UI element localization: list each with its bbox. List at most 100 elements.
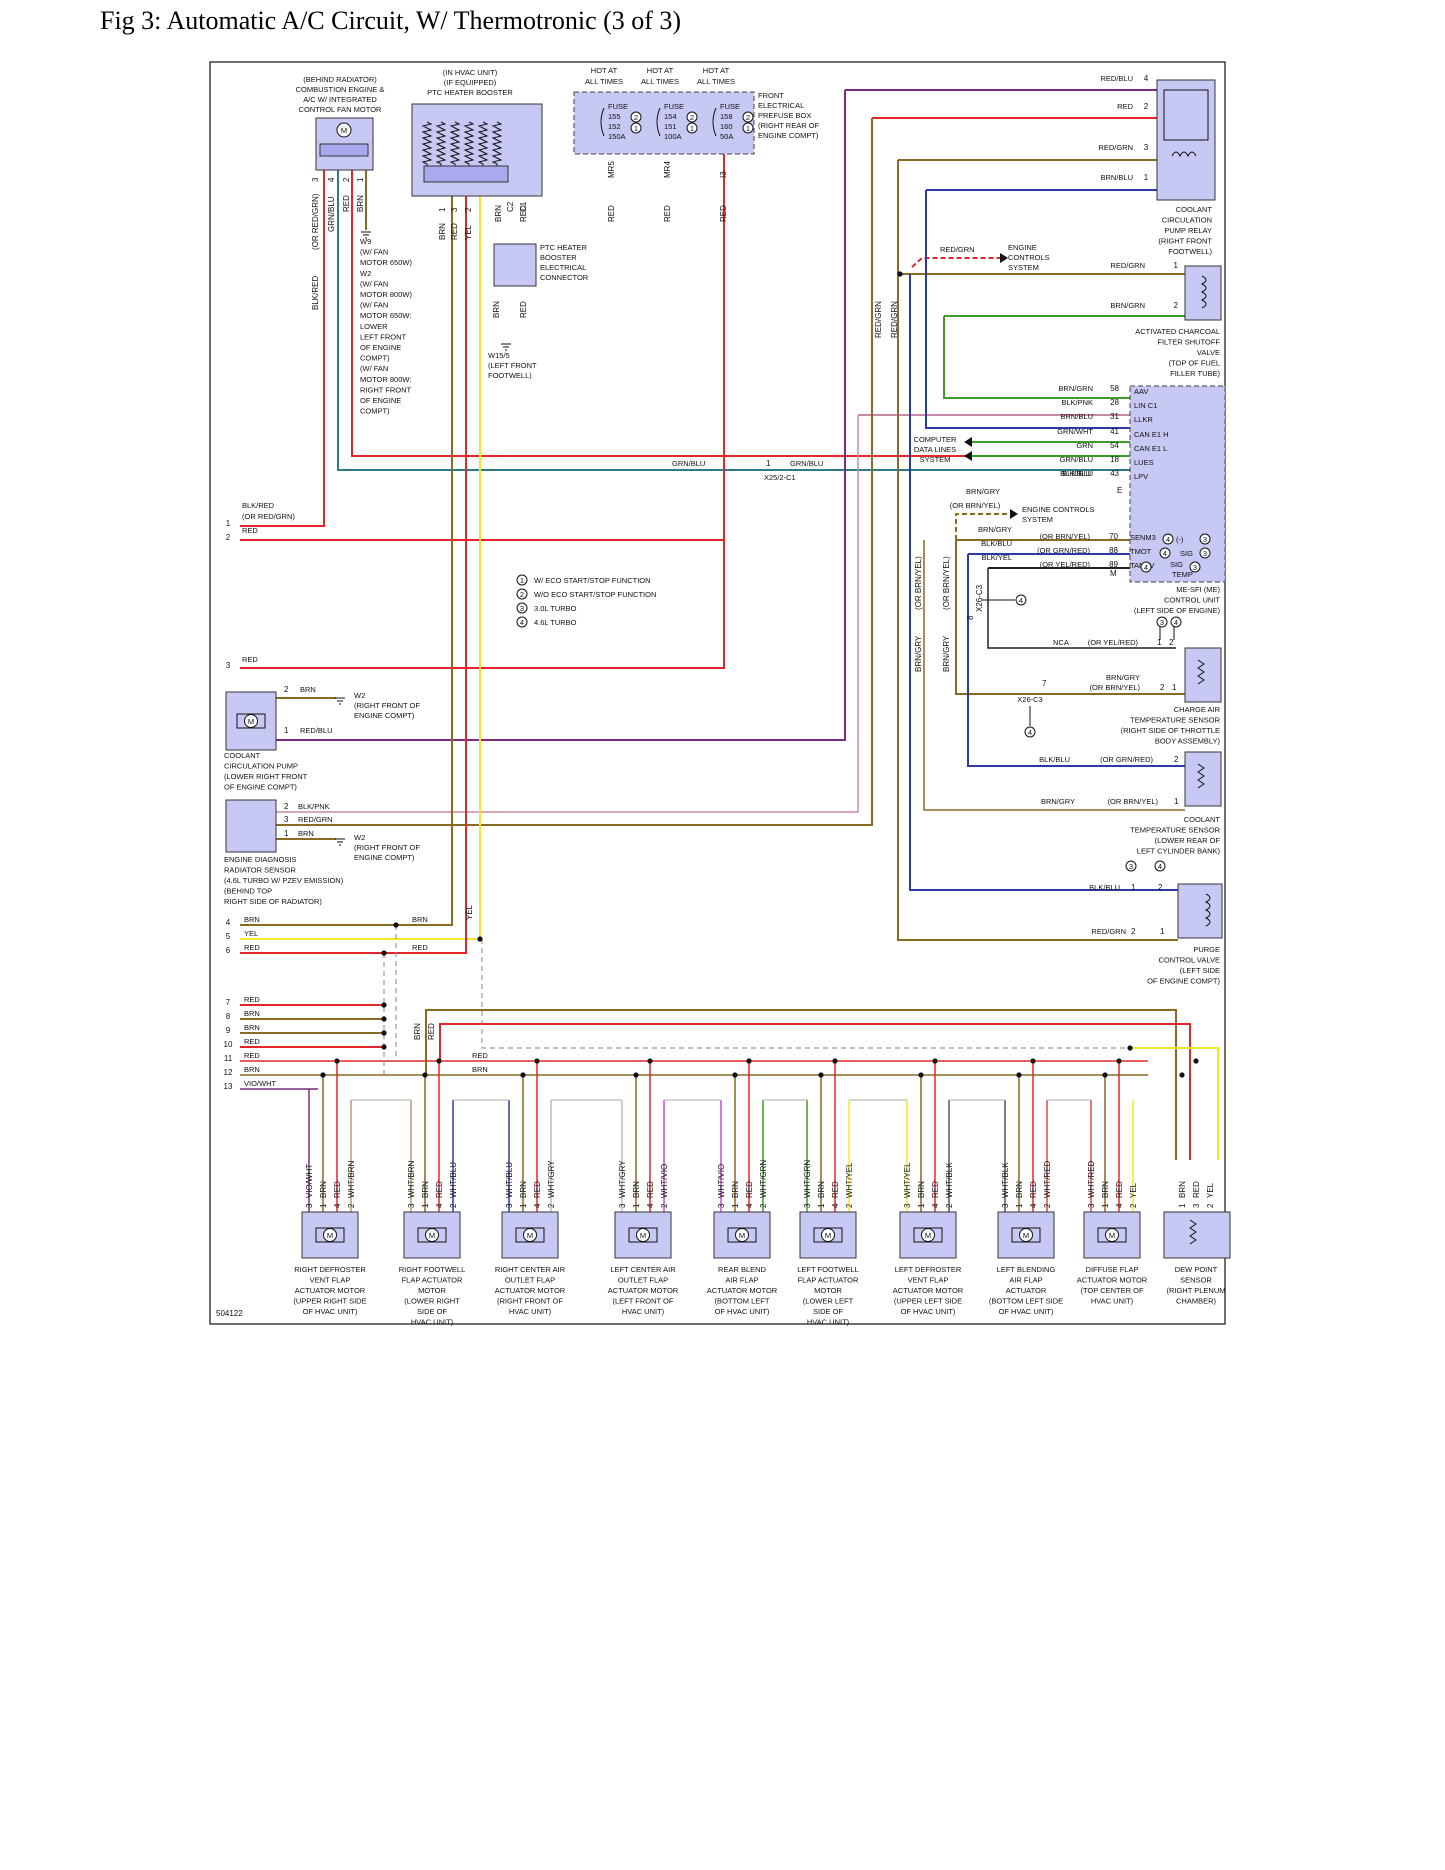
left-connector-number: 12 — [224, 1068, 233, 1077]
prefuse-label: FRONT — [758, 91, 784, 100]
nca-pin: 2 — [1169, 638, 1174, 647]
splice-dot — [732, 1072, 738, 1078]
splice-dot — [381, 950, 387, 956]
labels-layer: 504122(BEHIND RADIATOR)COMBUSTION ENGINE… — [216, 66, 1226, 1327]
page-title: Fig 3: Automatic A/C Circuit, W/ Thermot… — [100, 6, 682, 35]
bus-wire-label: VIO/WHT — [244, 1079, 276, 1088]
actuator-label: LEFT DEFROSTER — [895, 1265, 962, 1274]
note-circle — [742, 111, 754, 123]
purge-pin: 1 — [1131, 883, 1136, 892]
ecs2-wire-label: (OR BRN/YEL) — [950, 501, 1001, 510]
actuator-wire-label: BRN — [1178, 1181, 1187, 1198]
actuator-pin: 2 — [1043, 1203, 1052, 1208]
actuator-wire-label: RED — [1192, 1181, 1201, 1198]
fuse-label: 155 — [608, 112, 621, 121]
note-circle — [1189, 561, 1201, 573]
charge-air-pin: 2 — [1160, 683, 1165, 692]
bus-wire-label: RED — [244, 1037, 260, 1046]
actuator-label: ACTUATOR MOTOR — [707, 1286, 778, 1295]
grn-blu-label: GRN/BLU — [672, 459, 705, 468]
actuator-label: OF HVAC UNIT) — [999, 1307, 1054, 1316]
relay-wire-label: RED/BLU — [1100, 74, 1133, 83]
actuator-label: SENSOR — [1180, 1276, 1212, 1285]
radiator-sensor-wire: BLK/PNK — [298, 802, 330, 811]
ptc-pin: 3 — [450, 207, 459, 212]
actuator-label: FLAP ACTUATOR — [798, 1276, 859, 1285]
motor-symbol — [735, 1228, 749, 1242]
fuse-connector: MR4 — [663, 161, 672, 178]
cdl-label: COMPUTER — [914, 435, 958, 444]
ground-w9-label: W9 — [360, 237, 371, 246]
radiator-sensor-label: ENGINE DIAGNOSIS — [224, 855, 297, 864]
note-number: 2 — [746, 113, 750, 122]
legend-text: 3.0L TURBO — [534, 604, 577, 613]
actuator-wire-label: BRN — [632, 1181, 641, 1198]
ptc-wire-label: RED — [450, 223, 459, 240]
actuator-pin: 4 — [1115, 1203, 1124, 1208]
motor-symbol — [244, 714, 258, 728]
purge-label: PURGE — [1193, 945, 1220, 954]
left-connector-number: 13 — [224, 1082, 233, 1091]
ecu-label: (LEFT SIDE OF ENGINE) — [1134, 606, 1221, 615]
ptc-pin: 2 — [464, 207, 473, 212]
actuator-pin: 4 — [745, 1203, 754, 1208]
actuator-label: OUTLET FLAP — [618, 1276, 668, 1285]
fuse-symbol — [656, 107, 661, 137]
splice-dot — [393, 922, 399, 928]
note-circle — [516, 602, 528, 614]
coolant-temp-wire: (OR GRN/RED) — [1100, 755, 1153, 764]
purge-valve-coil — [1204, 893, 1211, 927]
fuse-connector: MR5 — [607, 161, 616, 178]
coolant-temp-sensor-box — [1184, 751, 1222, 807]
ecu-pin-name: CAN E1 H — [1134, 430, 1169, 439]
fan-wire-label: (OR RED/GRN) — [311, 193, 320, 250]
splice-dot — [381, 1030, 387, 1036]
mid-wire-label: YEL — [465, 904, 474, 920]
actuator-pin: 2 — [660, 1203, 669, 1208]
prefuse-label: (RIGHT REAR OF — [758, 121, 820, 130]
motor-symbol — [636, 1228, 650, 1242]
note-number: 1 — [520, 576, 524, 585]
note-number: 4 — [1019, 596, 1023, 605]
splice-dot — [1102, 1072, 1108, 1078]
dashed-link — [481, 939, 1130, 1049]
ground-w2-label: W2 — [354, 691, 365, 700]
ecu-label: ME-SFI (ME) — [1176, 585, 1220, 594]
note-number: 4 — [1158, 862, 1162, 871]
actuator-pin: 3 — [305, 1203, 314, 1208]
ecu-pin-name: LIN C1 — [1134, 401, 1157, 410]
actuator-wire-label: BRN — [319, 1181, 328, 1198]
purge-pin: 1 — [1160, 927, 1165, 936]
actuator-wire-label: WHT/BLK — [1001, 1162, 1010, 1198]
actuator-pin: 3 — [618, 1203, 627, 1208]
fan-wire-label: BRN — [356, 195, 365, 212]
note-circle — [1125, 860, 1137, 872]
actuator-pin: 2 — [547, 1203, 556, 1208]
actuator-label: LEFT BLENDING — [997, 1265, 1056, 1274]
fuse-wire-label: RED — [607, 205, 616, 222]
actuator-label: MOTOR — [814, 1286, 842, 1295]
fan-wire-label: BLK/RED — [311, 276, 320, 310]
bus-wire-label: BRN — [244, 915, 260, 924]
ground-w9-label: (W/ FAN — [360, 248, 388, 257]
ecu-pin: 28 — [1110, 398, 1119, 407]
prefuse-label: ENGINE COMPT) — [758, 131, 819, 140]
actuator-wire-label: RED — [1115, 1181, 1124, 1198]
actuator-pin: 3 — [803, 1203, 812, 1208]
splice-dot — [746, 1058, 752, 1064]
note-number: 3 — [1203, 549, 1207, 558]
ecu-pin: 54 — [1110, 441, 1119, 450]
ecu-box — [1129, 385, 1226, 583]
ptc-connector-label: ELECTRICAL — [540, 263, 586, 272]
actuator-label: (BOTTOM LEFT — [715, 1297, 770, 1306]
ptc-board — [423, 165, 509, 183]
ecu-pin-name: LUES — [1134, 458, 1154, 467]
cdl-label: DATA LINES — [914, 445, 956, 454]
actuator-wire-label: BRN — [817, 1181, 826, 1198]
charge-air-wire: BRN/GRY — [1106, 673, 1140, 682]
relay-wire-label: RED — [1117, 102, 1133, 111]
ecu2-extra: TEMP — [1172, 570, 1193, 579]
fuse-label: 100A — [664, 132, 682, 141]
fuse-connector: I3 — [719, 171, 728, 178]
wire-coolant-temp-1 — [967, 554, 1185, 767]
